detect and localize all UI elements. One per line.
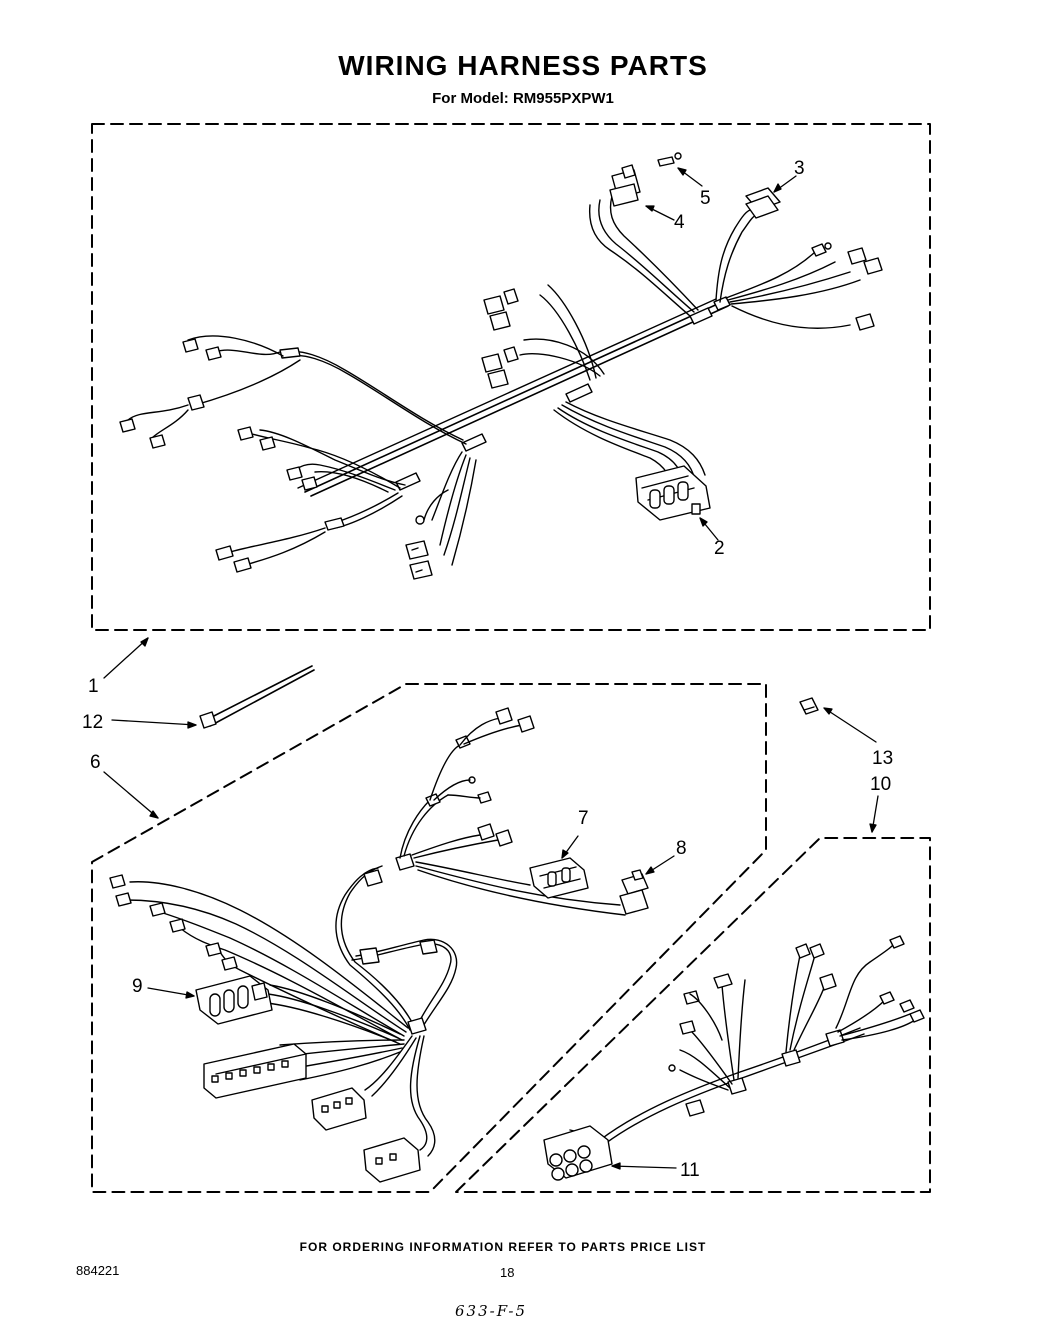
lower-harness-illustration	[109, 707, 649, 1183]
model-subtitle: For Model: RM955PXPW1	[432, 90, 614, 107]
callout-9: 9	[132, 976, 143, 997]
part-12-cable-tie	[199, 665, 315, 729]
connector-7-block	[529, 857, 589, 899]
callout-10: 10	[870, 774, 891, 795]
connector-4-block	[609, 164, 641, 207]
two-pin-connector	[363, 1137, 421, 1183]
connector-11-block	[543, 1125, 613, 1181]
connector-2-block	[635, 465, 711, 521]
connector-8-block	[619, 869, 649, 915]
callout-5: 5	[700, 188, 711, 209]
callout-leaders-lower	[103, 707, 879, 1170]
part-13-clip	[799, 697, 819, 715]
callout-7: 7	[578, 808, 589, 829]
callout-3: 3	[794, 158, 805, 179]
callout-11: 11	[680, 1160, 700, 1181]
harness-6-frame	[91, 683, 767, 1193]
callout-6: 6	[90, 752, 101, 773]
connector-3-block	[745, 187, 781, 219]
harness-10-illustration	[543, 935, 925, 1181]
callout-labels: 1 2 3 4 5 6 7 8 9 10 11 12 13	[82, 158, 893, 1181]
callout-1: 1	[88, 676, 99, 697]
page-title: WIRING HARNESS PARTS	[338, 50, 708, 81]
page-number: 18	[500, 1265, 515, 1280]
harness-1-frame	[91, 123, 931, 631]
callout-4: 4	[674, 212, 685, 233]
main-harness-illustration	[119, 152, 883, 580]
callout-12: 12	[82, 712, 103, 733]
ordering-note: FOR ORDERING INFORMATION REFER TO PARTS …	[299, 1240, 707, 1254]
part-5-terminal	[657, 152, 682, 167]
connector-9-block	[195, 975, 273, 1025]
six-pin-connector	[203, 1043, 307, 1099]
three-pin-connector	[311, 1087, 367, 1131]
callout-leaders-upper	[103, 167, 797, 679]
document-number: 884221	[76, 1263, 120, 1278]
callout-8: 8	[676, 838, 687, 859]
harness-10-frame	[455, 837, 931, 1193]
callout-13: 13	[872, 748, 893, 769]
handwritten-code: 633-F-5	[455, 1302, 528, 1320]
callout-2: 2	[714, 538, 725, 559]
